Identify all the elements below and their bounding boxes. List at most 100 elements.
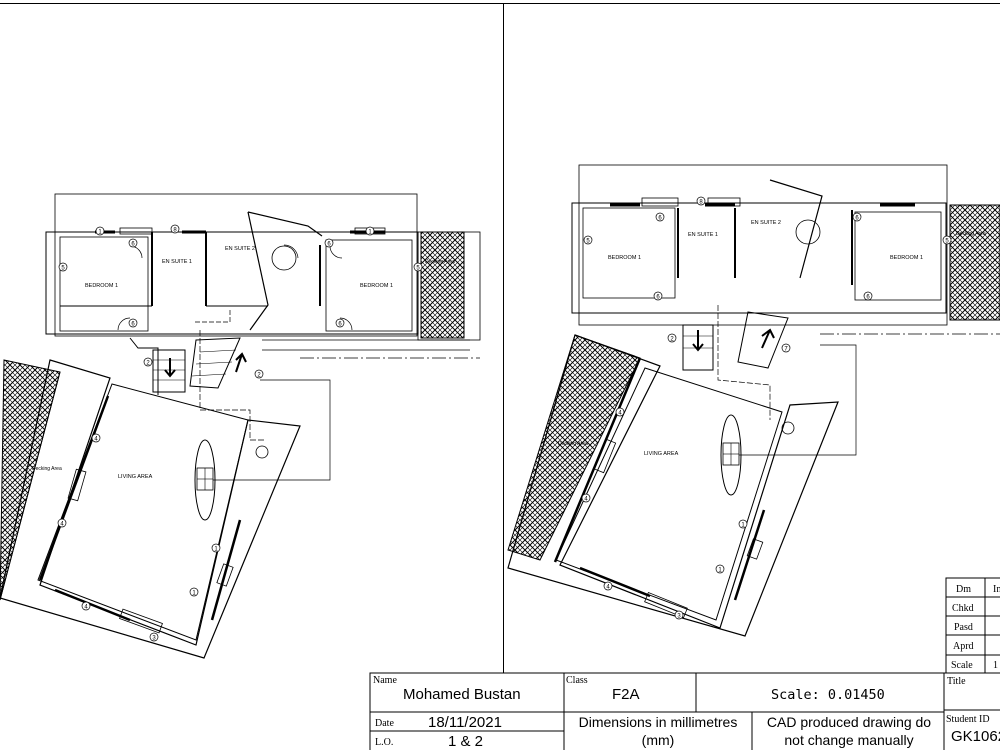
svg-text:8: 8: [699, 200, 703, 206]
svg-text:6: 6: [656, 295, 660, 301]
student-id-value: GK10627: [951, 728, 1000, 745]
title-label: Title: [947, 676, 966, 687]
label-en-suite-2a: EN SUITE 2: [225, 246, 255, 252]
marker-2: 2: [667, 333, 677, 343]
label-decking-b1: Decking Area: [956, 231, 986, 237]
label-decking-a2: Decking Area: [32, 466, 62, 472]
marker-8: 8: [696, 196, 706, 206]
label-en-suite-2b: EN SUITE 2: [751, 220, 781, 226]
label-bedroom-1c: BEDROOM 1: [608, 255, 641, 261]
svg-text:6: 6: [866, 295, 870, 301]
label-en-suite-1a: EN SUITE 1: [162, 259, 192, 265]
dimensions-line2: (mm): [642, 732, 675, 748]
label-living-area-a: LIVING AREA: [118, 474, 153, 480]
marker-1: 1: [715, 564, 725, 574]
date-label: Date: [375, 718, 394, 729]
svg-text:6: 6: [658, 216, 662, 222]
marker-4: 4: [581, 493, 591, 503]
marker-6: 6: [863, 291, 873, 301]
marker-5: 5: [942, 235, 952, 245]
name-label: Name: [373, 675, 397, 686]
marker-5: 5: [413, 262, 423, 272]
class-label: Class: [566, 675, 588, 686]
approval-dm-value: In: [993, 584, 1000, 595]
plan-labels-right: BEDROOM 1 EN SUITE 1 EN SUITE 2 BEDROOM …: [558, 220, 986, 457]
title-block: Name Mohamed Bustan Class F2A Scale: 0.0…: [369, 672, 1000, 750]
svg-text:4: 4: [60, 522, 64, 528]
name-value: Mohamed Bustan: [403, 686, 521, 703]
svg-text:5: 5: [416, 266, 420, 272]
svg-text:4: 4: [94, 437, 98, 443]
marker-1: 1: [738, 519, 748, 529]
marker-4: 4: [91, 433, 101, 443]
svg-text:1: 1: [98, 230, 102, 236]
date-value: 18/11/2021: [428, 714, 502, 731]
marker-1: 1: [189, 587, 199, 597]
label-decking-b2: Decking Area: [558, 441, 588, 447]
svg-text:1: 1: [368, 230, 372, 236]
svg-text:4: 4: [584, 497, 588, 503]
svg-text:3: 3: [677, 614, 681, 620]
approval-scale: Scale: [951, 660, 973, 671]
marker-3: 3: [149, 632, 159, 642]
label-bedroom-1d: BEDROOM 1: [890, 255, 923, 261]
approval-dm: Dm: [956, 584, 971, 595]
marker-6: 6: [653, 291, 663, 301]
approval-scale-value: 1: [993, 660, 998, 671]
svg-text:5: 5: [945, 239, 949, 245]
marker-6: 6: [324, 238, 334, 248]
marker-4: 4: [603, 581, 613, 591]
cad-line2: not change manually: [784, 732, 913, 748]
approval-aprd: Aprd: [953, 641, 974, 652]
svg-text:6: 6: [131, 242, 135, 248]
approval-pasd: Pasd: [954, 622, 973, 633]
svg-text:6: 6: [338, 322, 342, 328]
svg-text:1: 1: [741, 523, 745, 529]
marker-6: 6: [128, 238, 138, 248]
label-bedroom-1a: BEDROOM 1: [85, 283, 118, 289]
floor-plan-left: [0, 193, 481, 659]
approval-block: Dm Chkd Pasd Aprd Scale In 1: [945, 577, 1000, 675]
svg-text:1: 1: [192, 591, 196, 597]
plan-labels-left: BEDROOM 1 EN SUITE 1 EN SUITE 2 BEDROOM …: [32, 246, 455, 480]
svg-text:6: 6: [327, 242, 331, 248]
marker-1: 1: [211, 543, 221, 553]
scale-text: Scale: 0.01450: [771, 687, 885, 703]
class-value: F2A: [612, 686, 640, 703]
svg-text:2: 2: [670, 337, 674, 343]
label-en-suite-1b: EN SUITE 1: [688, 232, 718, 238]
marker-5: 5: [58, 262, 68, 272]
label-bedroom-1b: BEDROOM 1: [360, 283, 393, 289]
svg-text:5: 5: [61, 266, 65, 272]
markers-right: 8 6 6 6 6 5 5 2 7 4 4 4 1 1 3: [581, 196, 952, 620]
label-living-area-b: LIVING AREA: [644, 451, 679, 457]
student-id-label: Student ID: [946, 714, 990, 725]
floor-plan-right: [507, 164, 1000, 637]
markers-left: 1 8 1 6 6 6 6 5 5 2 2 4 4 4 1 1 3: [57, 224, 423, 642]
marker-8: 8: [170, 224, 180, 234]
approval-chkd: Chkd: [952, 603, 974, 614]
svg-text:6: 6: [855, 216, 859, 222]
marker-6: 6: [852, 212, 862, 222]
marker-3: 3: [674, 610, 684, 620]
marker-4: 4: [615, 407, 625, 417]
svg-text:4: 4: [606, 585, 610, 591]
svg-text:8: 8: [173, 228, 177, 234]
marker-2: 2: [254, 369, 264, 379]
marker-5: 5: [583, 235, 593, 245]
svg-text:6: 6: [131, 322, 135, 328]
svg-text:4: 4: [618, 411, 622, 417]
lo-value: 1 & 2: [448, 733, 483, 750]
svg-text:2: 2: [146, 361, 150, 367]
svg-text:7: 7: [784, 347, 788, 353]
marker-1: 1: [95, 226, 105, 236]
marker-2: 2: [143, 357, 153, 367]
marker-1: 1: [365, 226, 375, 236]
svg-text:1: 1: [214, 547, 218, 553]
svg-text:2: 2: [257, 373, 261, 379]
dimensions-line1: Dimensions in millimetres: [579, 714, 738, 730]
marker-4: 4: [57, 518, 67, 528]
marker-7: 7: [781, 343, 791, 353]
svg-text:1: 1: [718, 568, 722, 574]
